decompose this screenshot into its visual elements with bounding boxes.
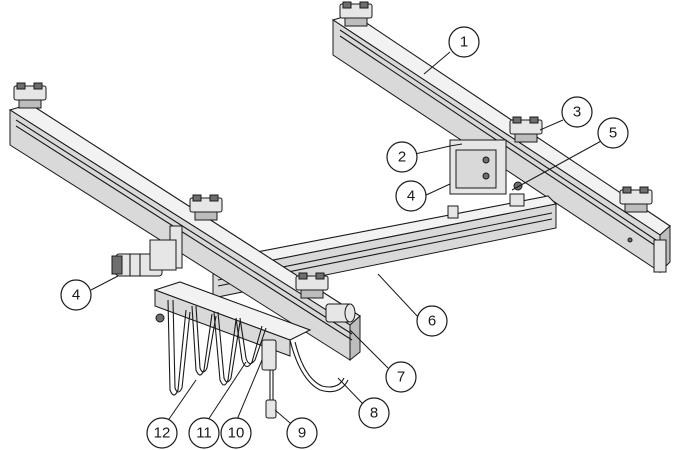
callout-11-label: 11 — [196, 425, 212, 442]
callout-5-label: 5 — [609, 125, 617, 142]
callout-12-label: 12 — [154, 425, 171, 442]
callout-4-motor: 4 — [60, 279, 92, 311]
callout-8: 8 — [358, 397, 390, 429]
callout-1: 1 — [448, 26, 480, 58]
drive-motor — [111, 239, 177, 277]
trolley-right-mid — [509, 116, 543, 143]
callout-8-label: 8 — [370, 405, 378, 422]
leader-lines — [90, 51, 604, 430]
callout-3-label: 3 — [573, 104, 581, 121]
callout-12: 12 — [146, 417, 178, 449]
callout-4-hanger-label: 4 — [407, 188, 415, 205]
callout-10: 10 — [220, 417, 252, 449]
callout-6: 6 — [416, 305, 448, 337]
trolley-right-top — [339, 1, 373, 27]
trolley-left-mid — [189, 194, 223, 221]
hoist-carriage — [153, 281, 312, 357]
trolley-left-end — [295, 272, 329, 299]
callout-1-label: 1 — [460, 34, 468, 51]
trolley-left-top — [13, 82, 47, 109]
callout-7-label: 7 — [397, 369, 405, 386]
end-motor — [325, 303, 356, 323]
callout-6-label: 6 — [428, 313, 436, 330]
callout-9-label: 9 — [298, 425, 306, 442]
callout-11: 11 — [188, 417, 220, 449]
callout-4-hanger: 4 — [395, 180, 427, 212]
hoist-hook — [261, 339, 277, 419]
callout-2: 2 — [386, 141, 418, 173]
callout-2-label: 2 — [398, 149, 406, 166]
center-hanger — [449, 139, 523, 195]
callout-9: 9 — [286, 417, 318, 449]
festoon-cables — [167, 299, 349, 396]
callout-5: 5 — [597, 117, 629, 149]
trolley-right-end — [619, 186, 653, 213]
runway-rail-left — [8, 103, 361, 362]
callout-3: 3 — [561, 96, 593, 128]
callout-10-label: 10 — [228, 425, 245, 442]
callout-4-motor-label: 4 — [72, 287, 80, 304]
callout-7: 7 — [385, 361, 417, 393]
